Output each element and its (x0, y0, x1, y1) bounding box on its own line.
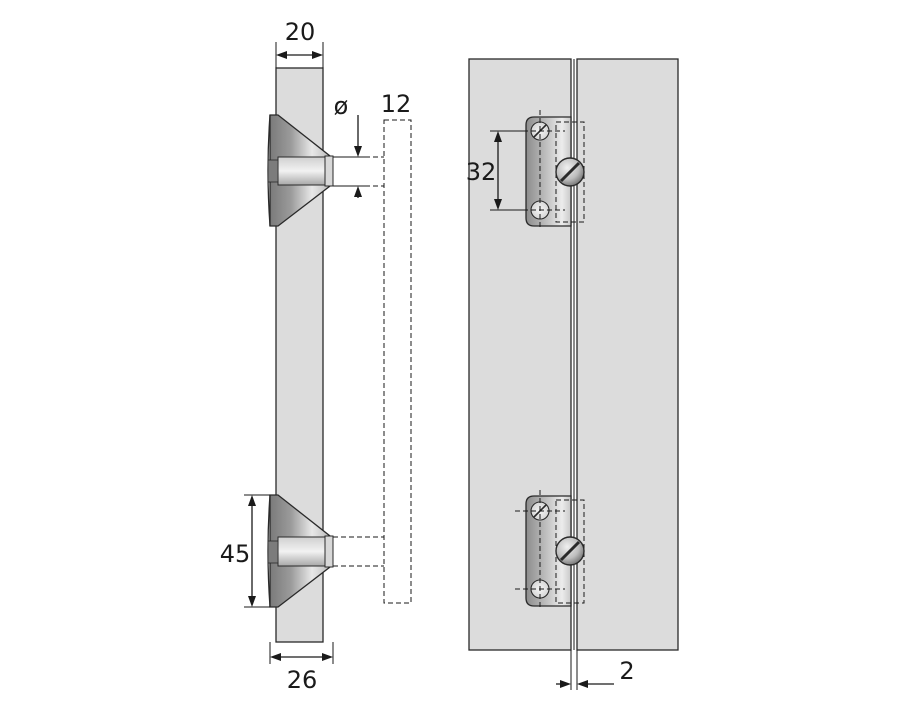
door-panel-right (576, 58, 679, 651)
label-gap: 2 (619, 657, 634, 685)
label-hole-diameter: ø (334, 92, 349, 120)
door-outline-dashed (383, 119, 412, 604)
label-mount-depth: 26 (287, 666, 318, 694)
label-pin-length: 12 (381, 90, 412, 118)
door-front-view: 32 2 (466, 58, 679, 690)
bottom-mount-pin (324, 535, 334, 568)
bottom-hinge-plate (525, 495, 572, 607)
dimension-mount-height: 45 (220, 494, 270, 608)
top-mount-neck (277, 156, 329, 186)
label-hole-spacing: 32 (466, 158, 497, 186)
dimension-hole-spacing: 32 (466, 130, 528, 211)
dimension-hole-diameter: ø (333, 92, 368, 198)
bottom-mount-neck (277, 536, 329, 567)
label-mount-height: 45 (220, 540, 251, 568)
top-hinge-plate (525, 116, 572, 227)
label-handle-width: 20 (285, 18, 316, 46)
top-mount-pin (324, 155, 334, 187)
handle-side-view: 20 12 ø 45 2 (220, 18, 412, 694)
dimension-gap: 2 (556, 650, 635, 690)
top-hinge (515, 110, 585, 230)
dimension-mount-depth: 26 (269, 642, 334, 694)
dimension-handle-width: 20 (275, 18, 324, 68)
bottom-mount (267, 494, 334, 608)
bottom-hinge (515, 490, 585, 610)
top-mount (267, 114, 334, 227)
